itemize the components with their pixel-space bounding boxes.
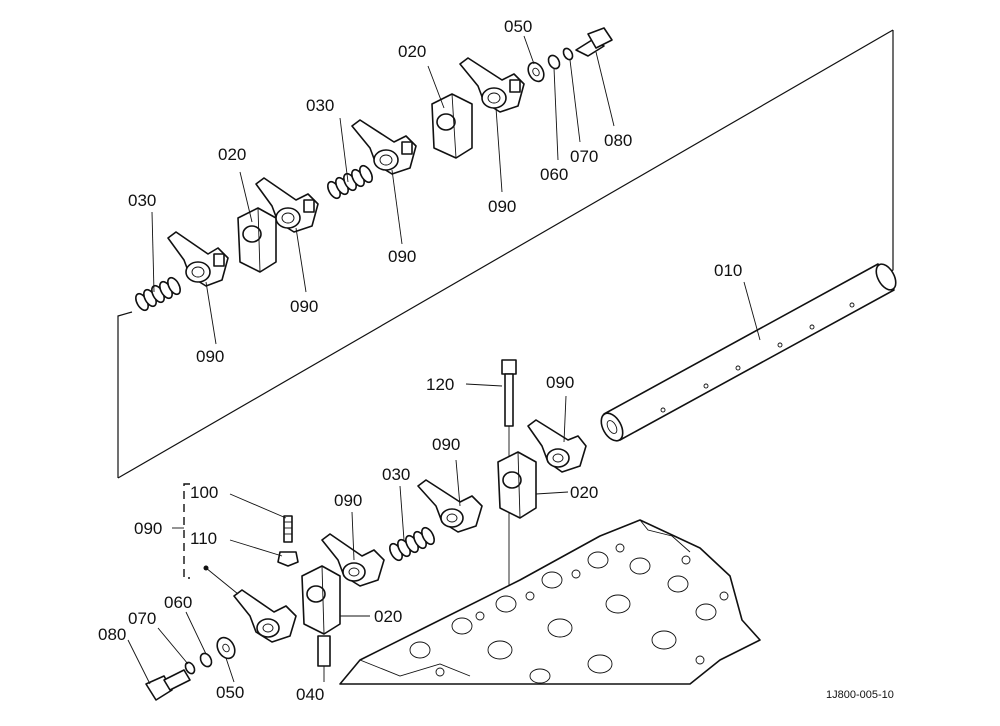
lock-nut [277, 551, 299, 567]
label-120: 120 [426, 375, 454, 394]
dowel-pin [317, 635, 331, 667]
label-090-group: 090 [134, 519, 162, 538]
label-020-d: 020 [374, 607, 402, 626]
lock-washer-upper [562, 47, 574, 61]
label-030-b: 030 [306, 96, 334, 115]
label-020-a: 020 [218, 145, 246, 164]
washer-upper [527, 61, 545, 83]
spring-lower [389, 526, 435, 562]
washer-lower [216, 636, 236, 660]
bracket-left-upper [237, 207, 277, 273]
label-020-b: 020 [398, 42, 426, 61]
bolt-lower [145, 669, 191, 701]
cylinder-head [339, 519, 761, 685]
label-090-f: 090 [432, 435, 460, 454]
leader-lines [127, 35, 761, 685]
spring-left-upper [135, 276, 181, 312]
label-010: 010 [714, 261, 742, 280]
label-060-b: 060 [164, 593, 192, 612]
label-090-d: 090 [488, 197, 516, 216]
label-110: 110 [190, 529, 217, 548]
assembly-marker-line [205, 567, 239, 595]
label-090-a: 090 [196, 347, 224, 366]
label-070-a: 070 [570, 147, 598, 166]
label-020-c: 020 [570, 483, 598, 502]
bracket-left-lower [301, 565, 341, 635]
bracket-right-upper [431, 93, 473, 159]
bracket-right-lower [497, 451, 537, 519]
part-labels: 010 020 020 020 020 030 030 030 040 050 … [98, 17, 894, 704]
label-060-a: 060 [540, 165, 568, 184]
adjusting-screw [283, 515, 293, 543]
spring-middle-upper [327, 164, 373, 200]
label-100: 100 [190, 483, 218, 502]
label-030-c: 030 [382, 465, 410, 484]
rocker-arm-left-lower [321, 533, 385, 587]
rocker-arm-right-lower [527, 419, 587, 473]
rocker-arm-left-upper [167, 231, 229, 287]
rocker-arm-middle-lower [417, 479, 483, 533]
label-040: 040 [296, 685, 324, 704]
spring-washer-lower [199, 652, 213, 668]
rocker-arm-end-lower [233, 589, 297, 643]
rocker-shaft [600, 263, 897, 442]
rocker-arm-second-upper [255, 177, 319, 233]
bolt-upper [575, 27, 613, 57]
label-090-e: 090 [546, 373, 574, 392]
label-030-a: 030 [128, 191, 156, 210]
label-080-b: 080 [98, 625, 126, 644]
label-090-g: 090 [334, 491, 362, 510]
label-090-b: 090 [290, 297, 318, 316]
rocker-arm-fourth-upper [459, 57, 525, 113]
group-bracket [183, 483, 190, 579]
rocker-arm-third-upper [351, 119, 417, 175]
spring-washer-upper [547, 54, 561, 70]
figure-code: 1J800-005-10 [826, 689, 894, 701]
label-050-b: 050 [216, 683, 244, 702]
label-050-a: 050 [504, 17, 532, 36]
label-090-c: 090 [388, 247, 416, 266]
label-070-b: 070 [128, 609, 156, 628]
label-080-a: 080 [604, 131, 632, 150]
